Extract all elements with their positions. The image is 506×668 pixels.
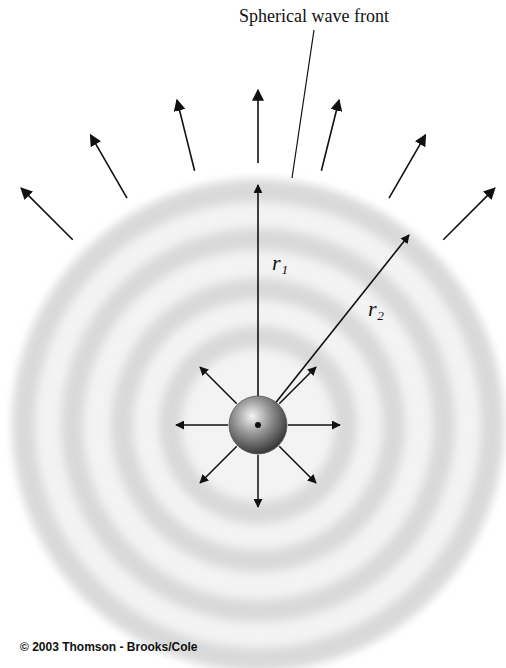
propagation-arrow <box>389 135 426 198</box>
propagation-arrow <box>21 188 73 240</box>
copyright-note: © 2003 Thomson - Brooks/Cole <box>20 640 198 654</box>
propagation-arrow <box>321 100 339 171</box>
leader-line <box>292 30 314 178</box>
ray-arrow <box>200 367 237 404</box>
radius-r1 <box>257 185 259 425</box>
wave-bands <box>13 180 503 668</box>
radius-label: r₁ <box>272 250 288 276</box>
ray-arrow <box>288 424 340 426</box>
source-center <box>255 422 261 428</box>
ray-arrow <box>279 446 316 483</box>
radius-r2 <box>258 235 409 425</box>
propagation-arrow <box>91 135 128 198</box>
radius-label: r₂ <box>368 296 384 322</box>
propagation-arrow <box>257 90 259 163</box>
ray-arrow <box>200 446 237 483</box>
ray-arrow <box>176 424 228 426</box>
ray-arrow <box>257 455 259 507</box>
propagation-arrow <box>177 100 195 171</box>
wave-region <box>13 180 503 668</box>
ray-arrow <box>279 367 316 404</box>
callout-label: Spherical wave front <box>239 6 389 27</box>
propagation-arrow <box>443 188 495 240</box>
point-source <box>229 396 287 454</box>
